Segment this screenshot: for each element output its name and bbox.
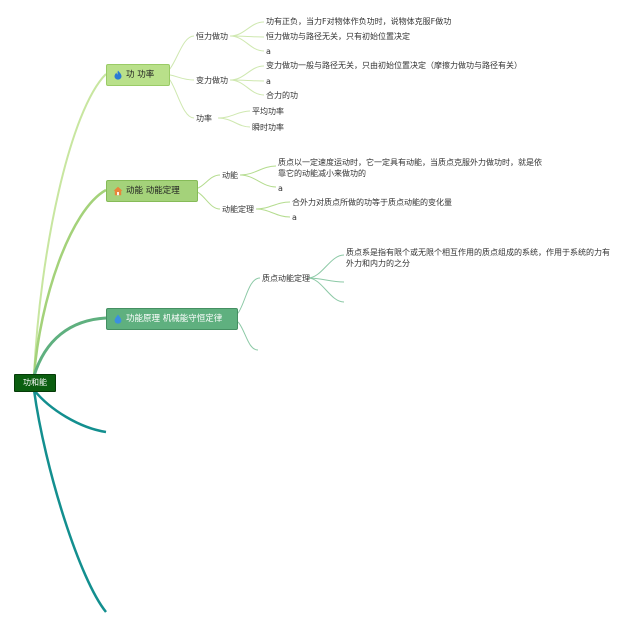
leaf-node[interactable]: 质点以一定速度运动时，它一定具有动能，当质点克服外力做功时，就是依靠它的动能减小… — [278, 158, 542, 178]
flame-icon — [114, 70, 122, 80]
house-icon — [113, 186, 123, 196]
connector-root-topic3 — [32, 316, 107, 377]
water-drop-icon — [114, 314, 122, 324]
leaf-node[interactable]: 平均功率 — [252, 107, 284, 116]
connector-root-topic1 — [33, 73, 107, 377]
leaf-node[interactable]: 质点系是指有限个或无限个相互作用的质点组成的系统，作用于系统的力有外力和内力的之… — [346, 248, 610, 268]
connector-root-branch5 — [32, 389, 107, 613]
root-node[interactable]: 功和能 — [14, 374, 56, 392]
connector-root-topic2 — [32, 188, 107, 377]
leaf-node[interactable]: a — [278, 184, 283, 193]
connector-root-branch4 — [33, 389, 107, 434]
leaf-node[interactable]: a — [266, 47, 271, 56]
topic-work-power[interactable]: 功 功率 — [106, 64, 170, 86]
leaf-node[interactable]: a — [292, 213, 297, 222]
subtopic-kinetic-energy-theorem[interactable]: 动能定理 — [222, 205, 254, 214]
leaf-node[interactable]: 变力做功一般与路径无关，只由初始位置决定（摩擦力做功与路径有关） — [266, 61, 522, 70]
subtopic-particle-kinetic-theorem[interactable]: 质点动能定理 — [262, 274, 310, 283]
subtopic-kinetic-energy[interactable]: 动能 — [222, 171, 238, 180]
topic-label: 功能原理 机械能守恒定律 — [126, 314, 223, 324]
leaf-node[interactable]: 合外力对质点所做的功等于质点动能的变化量 — [292, 198, 452, 207]
topic-label: 功 功率 — [126, 70, 155, 80]
subtopic-variable-force-work[interactable]: 变力做功 — [196, 76, 228, 85]
subtopic-power[interactable]: 功率 — [196, 114, 212, 123]
topic-label: 动能 动能定理 — [126, 186, 180, 196]
subtopic-constant-force-work[interactable]: 恒力做功 — [196, 32, 228, 41]
topic-work-energy-principle[interactable]: 功能原理 机械能守恒定律 — [106, 308, 238, 330]
leaf-node[interactable]: 恒力做功与路径无关，只有初始位置决定 — [266, 32, 410, 41]
leaf-node[interactable]: a — [266, 77, 271, 86]
leaf-node[interactable]: 合力的功 — [266, 91, 298, 100]
leaf-node[interactable]: 瞬时功率 — [252, 123, 284, 132]
topic-kinetic-energy[interactable]: 动能 动能定理 — [106, 180, 198, 202]
leaf-node[interactable]: 功有正负，当力F对物体作负功时，说物体克服F做功 — [266, 17, 452, 26]
